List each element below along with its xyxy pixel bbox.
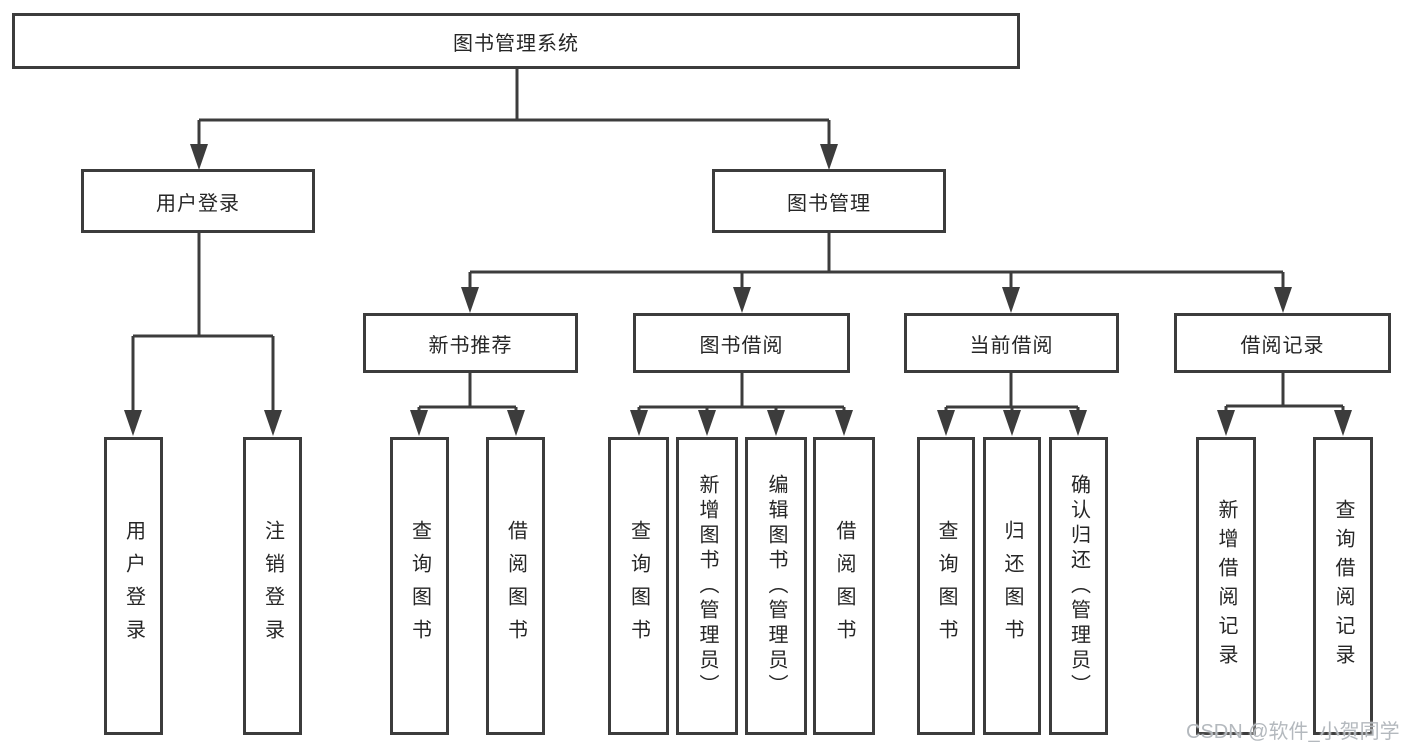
arrow-down-icon bbox=[1274, 287, 1292, 313]
node-leaf-edit-books-admin: 编辑图书（管理员） bbox=[745, 437, 807, 735]
node-label: 借阅图书 bbox=[833, 520, 855, 652]
arrow-down-icon bbox=[733, 287, 751, 313]
node-leaf-query-borrow-record: 查询借阅记录 bbox=[1313, 437, 1373, 735]
node-leaf-query-books-3: 查询图书 bbox=[917, 437, 975, 735]
node-book-management: 图书管理 bbox=[712, 169, 946, 233]
node-new-book-recommend: 新书推荐 bbox=[363, 313, 578, 373]
node-label: 借阅记录 bbox=[1240, 334, 1325, 357]
arrow-down-icon bbox=[1003, 410, 1021, 436]
node-leaf-confirm-return-admin: 确认归还（管理员） bbox=[1049, 437, 1108, 735]
arrow-down-icon bbox=[1002, 287, 1020, 313]
node-label: 图书借阅 bbox=[699, 334, 784, 357]
node-label: 注销登录 bbox=[261, 520, 284, 652]
arrow-down-icon bbox=[507, 410, 525, 436]
node-label: 新增借阅记录 bbox=[1215, 499, 1237, 673]
node-root-label: 图书管理系统 bbox=[453, 32, 579, 55]
arrow-down-icon bbox=[630, 410, 648, 436]
arrow-down-icon bbox=[124, 410, 142, 436]
node-label: 新增图书（管理员） bbox=[696, 473, 718, 699]
node-leaf-query-books-2: 查询图书 bbox=[608, 437, 669, 735]
arrow-down-icon bbox=[264, 410, 282, 436]
arrow-down-icon bbox=[1069, 410, 1087, 436]
node-label: 用户登录 bbox=[122, 520, 145, 652]
node-label: 查询图书 bbox=[627, 520, 650, 652]
node-leaf-add-borrow-record: 新增借阅记录 bbox=[1196, 437, 1256, 735]
node-leaf-borrow-books-1: 借阅图书 bbox=[486, 437, 545, 735]
arrow-down-icon bbox=[190, 144, 208, 170]
arrow-down-icon bbox=[820, 144, 838, 170]
node-leaf-user-login: 用户登录 bbox=[104, 437, 163, 735]
arrow-down-icon bbox=[1217, 410, 1235, 436]
node-label: 确认归还（管理员） bbox=[1067, 473, 1090, 699]
arrow-down-icon bbox=[410, 410, 428, 436]
node-leaf-return-books: 归还图书 bbox=[983, 437, 1041, 735]
connector-user-login bbox=[131, 233, 275, 410]
node-label: 当前借阅 bbox=[969, 334, 1054, 357]
arrow-down-icon bbox=[835, 410, 853, 436]
arrow-down-icon bbox=[767, 410, 785, 436]
node-root-system: 图书管理系统 bbox=[12, 13, 1020, 69]
csdn-watermark: CSDN @软件_小贺同学 bbox=[1186, 721, 1400, 743]
node-label: 新书推荐 bbox=[428, 334, 513, 357]
arrow-down-icon bbox=[937, 410, 955, 436]
arrow-down-icon bbox=[1334, 410, 1352, 436]
connector-current-borrow bbox=[944, 372, 1080, 410]
node-label: 用户登录 bbox=[156, 192, 240, 215]
node-label: 查询借阅记录 bbox=[1332, 499, 1354, 673]
node-label: 编辑图书（管理员） bbox=[765, 473, 787, 699]
arrowheads bbox=[124, 144, 1352, 436]
node-book-borrow: 图书借阅 bbox=[633, 313, 850, 373]
node-leaf-logout: 注销登录 bbox=[243, 437, 302, 735]
connector-new-book bbox=[417, 372, 518, 410]
node-current-borrow: 当前借阅 bbox=[904, 313, 1119, 373]
node-leaf-borrow-books-2: 借阅图书 bbox=[813, 437, 875, 735]
node-borrow-record: 借阅记录 bbox=[1174, 313, 1391, 373]
node-leaf-add-books-admin: 新增图书（管理员） bbox=[676, 437, 738, 735]
node-label: 借阅图书 bbox=[504, 520, 527, 652]
node-label: 查询图书 bbox=[408, 520, 431, 652]
connector-root bbox=[197, 68, 831, 144]
node-label: 归还图书 bbox=[1001, 520, 1023, 652]
node-label: 查询图书 bbox=[935, 520, 957, 652]
node-label: 图书管理 bbox=[787, 192, 871, 215]
node-user-login: 用户登录 bbox=[81, 169, 315, 233]
arrow-down-icon bbox=[698, 410, 716, 436]
node-leaf-query-books-1: 查询图书 bbox=[390, 437, 449, 735]
connector-book-borrow bbox=[637, 372, 846, 410]
connector-borrow-record bbox=[1224, 372, 1345, 410]
arrow-down-icon bbox=[461, 287, 479, 313]
connector-book-mgmt bbox=[468, 233, 1285, 287]
